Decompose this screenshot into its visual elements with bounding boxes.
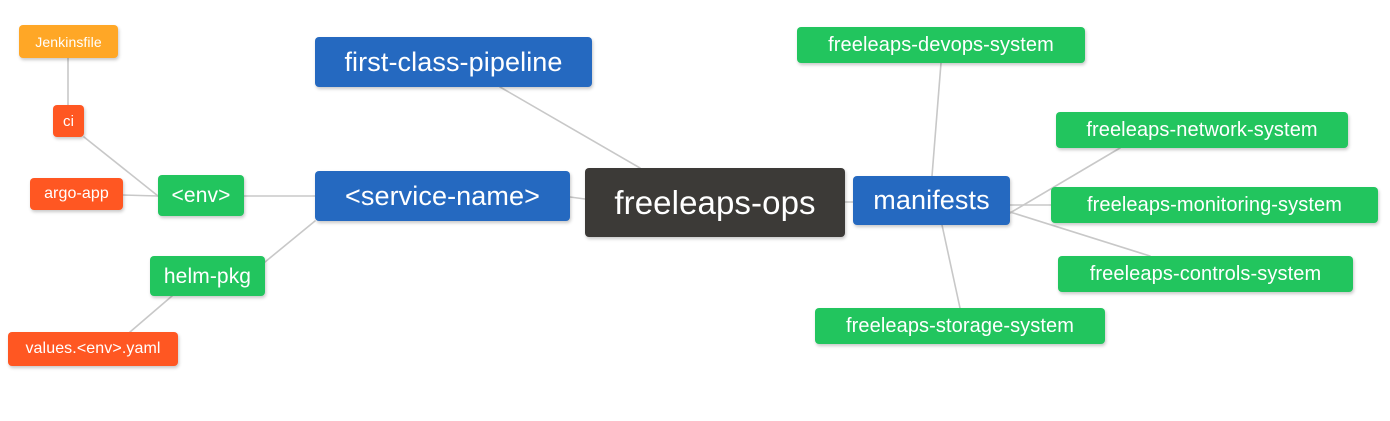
mindmap-node-manifests[interactable]: manifests <box>853 176 1010 225</box>
mindmap-node-values-yaml[interactable]: values.<env>.yaml <box>8 332 178 366</box>
mindmap-node-ci[interactable]: ci <box>53 105 84 137</box>
mindmap-node-service-name[interactable]: <service-name> <box>315 171 570 221</box>
edge-argo-app-to-env <box>122 194 159 197</box>
mindmap-node-argo-app[interactable]: argo-app <box>30 178 123 210</box>
mindmap-node-network-system[interactable]: freeleaps-network-system <box>1056 112 1348 148</box>
mindmap-node-controls-system[interactable]: freeleaps-controls-system <box>1058 256 1353 292</box>
mindmap-node-helm-pkg[interactable]: helm-pkg <box>150 256 265 296</box>
edge-service-name-to-helm-pkg <box>264 220 316 263</box>
mindmap-node-storage-system[interactable]: freeleaps-storage-system <box>815 308 1105 344</box>
edge-helm-pkg-to-values-yaml <box>129 295 173 333</box>
edge-manifests-to-storage-system <box>941 224 961 309</box>
edge-first-class-pipeline-to-freeleaps-ops <box>499 86 641 169</box>
mindmap-node-env[interactable]: <env> <box>158 175 244 216</box>
mindmap-node-freeleaps-ops[interactable]: freeleaps-ops <box>585 168 845 237</box>
mindmap-node-first-class-pipeline[interactable]: first-class-pipeline <box>315 37 592 87</box>
edge-service-name-to-freeleaps-ops <box>569 196 586 200</box>
mindmap-node-jenkinsfile[interactable]: Jenkinsfile <box>19 25 118 58</box>
edge-manifests-to-devops-system <box>931 62 942 177</box>
mindmap-node-devops-system[interactable]: freeleaps-devops-system <box>797 27 1085 63</box>
mindmap-node-monitoring-system[interactable]: freeleaps-monitoring-system <box>1051 187 1378 223</box>
